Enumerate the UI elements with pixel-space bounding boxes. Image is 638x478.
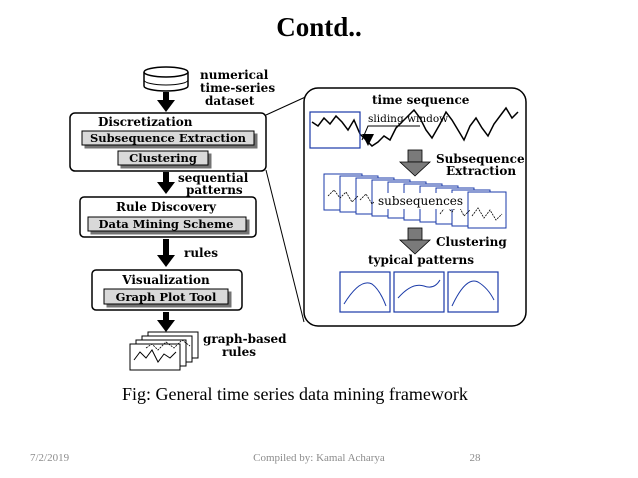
graph-plot-tool-label: Graph Plot Tool [116,290,217,304]
sequential-patterns-line-1: sequential [178,171,249,185]
gray-down-arrow-icon [398,149,432,177]
data-mining-scheme-label: Data Mining Scheme [99,217,234,231]
subsequence-extraction-detail-line-1: Subsequence [436,152,525,166]
typical-pattern-1 [339,271,391,313]
down-arrow-icon [157,92,175,112]
subsequence-extraction-detail-line-2: Extraction [446,164,516,178]
graph-based-rules-line-2: rules [222,345,256,359]
detail-panel: time sequence sliding window Subsequence… [303,87,527,327]
visualization-title: Visualization [121,273,210,287]
data-mining-scheme-box [87,216,247,232]
down-arrow-icon [157,172,175,194]
graph-plot-tool-box [103,288,229,305]
dataset-label-line-1: numerical [200,68,269,82]
connector-line-bottom [265,169,305,323]
subsequence-extraction-box [81,130,255,146]
footer-credit: Compiled by: Kamal Acharya [253,452,385,464]
footer-page-number: 28 [469,452,481,464]
rules-label: rules [184,246,218,260]
typical-patterns-label: typical patterns [368,253,474,267]
figure-caption: Fig: General time series data mining fra… [122,384,468,404]
discretization-title: Discretization [98,115,193,129]
sliding-window-frame [309,111,361,149]
typical-pattern-3 [447,271,499,313]
rule-discovery-title: Rule Discovery [116,200,217,214]
time-series-line [311,106,519,147]
subsequence-extraction-label: Subsequence Extraction [90,131,247,145]
stacked-graphs-icon [129,331,199,371]
sliding-window-label: sliding window [368,113,448,125]
sequential-patterns-line-2: patterns [186,183,243,197]
subsequences-label: subsequences [378,194,463,208]
graph-based-rules-line-1: graph-based [203,332,287,346]
clustering-detail-label: Clustering [436,235,507,249]
sliding-window-arrow-icon [361,125,420,146]
down-arrow-icon [157,312,175,332]
dataset-cylinder-icon [143,66,189,92]
subsequences-label-bg [374,193,464,209]
clustering-box [117,150,209,166]
visualization-box: Visualization Graph Plot Tool [91,269,243,311]
typical-pattern-2 [393,271,445,313]
down-arrow-icon [157,239,175,267]
time-sequence-label: time sequence [372,93,470,107]
dataset-label-line-3: dataset [205,94,255,108]
slide-title: Contd.. [276,12,362,42]
dataset-label-line-2: time-series [200,81,275,95]
clustering-label: Clustering [129,151,197,165]
footer-date: 7/2/2019 [30,452,70,464]
gray-down-arrow-icon [398,227,432,255]
rule-discovery-box: Rule Discovery Data Mining Scheme [79,196,257,238]
discretization-box: Discretization Subsequence Extraction Cl… [69,112,267,172]
